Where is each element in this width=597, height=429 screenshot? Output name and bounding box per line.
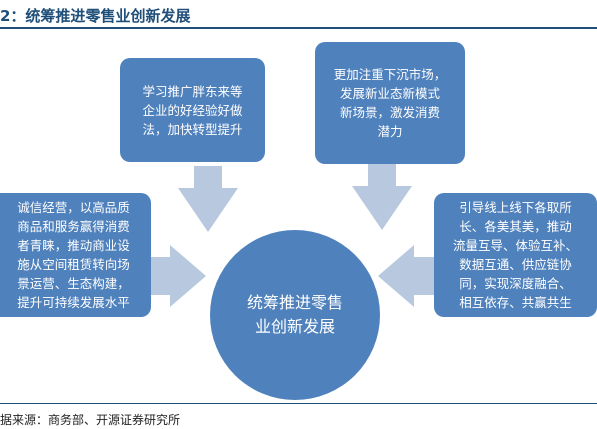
box-top-left: 学习推广胖东来等 企业的好经验好做 法，加快转型提升 [120,58,265,162]
figure-title: 2：统筹推进零售业创新发展 [0,7,191,25]
box-top-right: 更加注重下沉市场， 发展新业态新模式 新场景，激发消费 潜力 [315,42,465,164]
arrow-left [148,245,206,307]
box-left-text: 诚信经营，以高品质 商品和服务赢得消费 者青睐，推动商业设 施从空间租赁转向场 … [17,200,130,310]
arrow-right [378,245,436,307]
center-circle: 统筹推进零售 业创新发展 [210,230,380,400]
source-note: 据来源：商务部、开源证券研究所 [0,413,181,427]
box-right: 引导线上线下各取所 长、各美其美，推动 流量互导、体验互补、 数据互通、供应链协… [434,193,597,317]
box-top-left-text: 学习推广胖东来等 企业的好经验好做 法，加快转型提升 [142,83,243,137]
box-right-text: 引导线上线下各取所 长、各美其美，推动 流量互导、体验互补、 数据互通、供应链协… [452,200,578,310]
box-top-right-text: 更加注重下沉市场， 发展新业态新模式 新场景，激发消费 潜力 [333,67,447,139]
center-circle-text: 统筹推进零售 业创新发展 [246,293,343,336]
box-left: 诚信经营，以高品质 商品和服务赢得消费 者青睐，推动商业设 施从空间租赁转向场 … [0,193,151,317]
arrow-top-left [178,166,238,232]
arrow-top-right [352,164,412,230]
title-divider [0,27,597,29]
source-divider [0,403,597,404]
